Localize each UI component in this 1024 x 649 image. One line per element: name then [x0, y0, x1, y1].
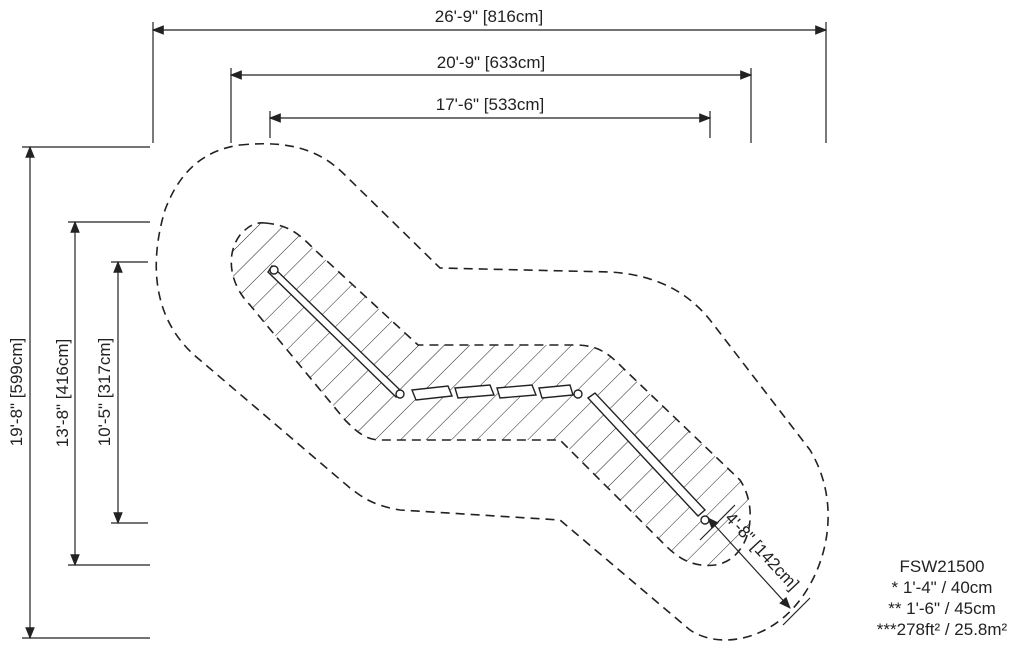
note-1: * 1'-4" / 40cm — [891, 578, 993, 597]
stair-stringer — [267, 264, 710, 525]
note-3: ***278ft² / 25.8m² — [876, 620, 1008, 639]
dim-height-inner: 10'-5" [317cm] — [95, 338, 114, 447]
outer-safety-zone — [155, 142, 829, 641]
dim-height-outer: 19'-8" [599cm] — [7, 338, 26, 447]
dim-width-inner: 17'-6" [533cm] — [436, 95, 545, 114]
dim-width-outer: 26'-9" [816cm] — [435, 7, 544, 26]
dim-height-mid: 13'-8" [416cm] — [53, 339, 72, 448]
model-number: FSW21500 — [899, 557, 985, 576]
dim-width-mid: 20'-9" [633cm] — [437, 53, 546, 72]
note-2: ** 1'-6" / 45cm — [888, 599, 996, 618]
legend: FSW21500 * 1'-4" / 40cm ** 1'-6" / 45cm … — [852, 556, 1024, 640]
